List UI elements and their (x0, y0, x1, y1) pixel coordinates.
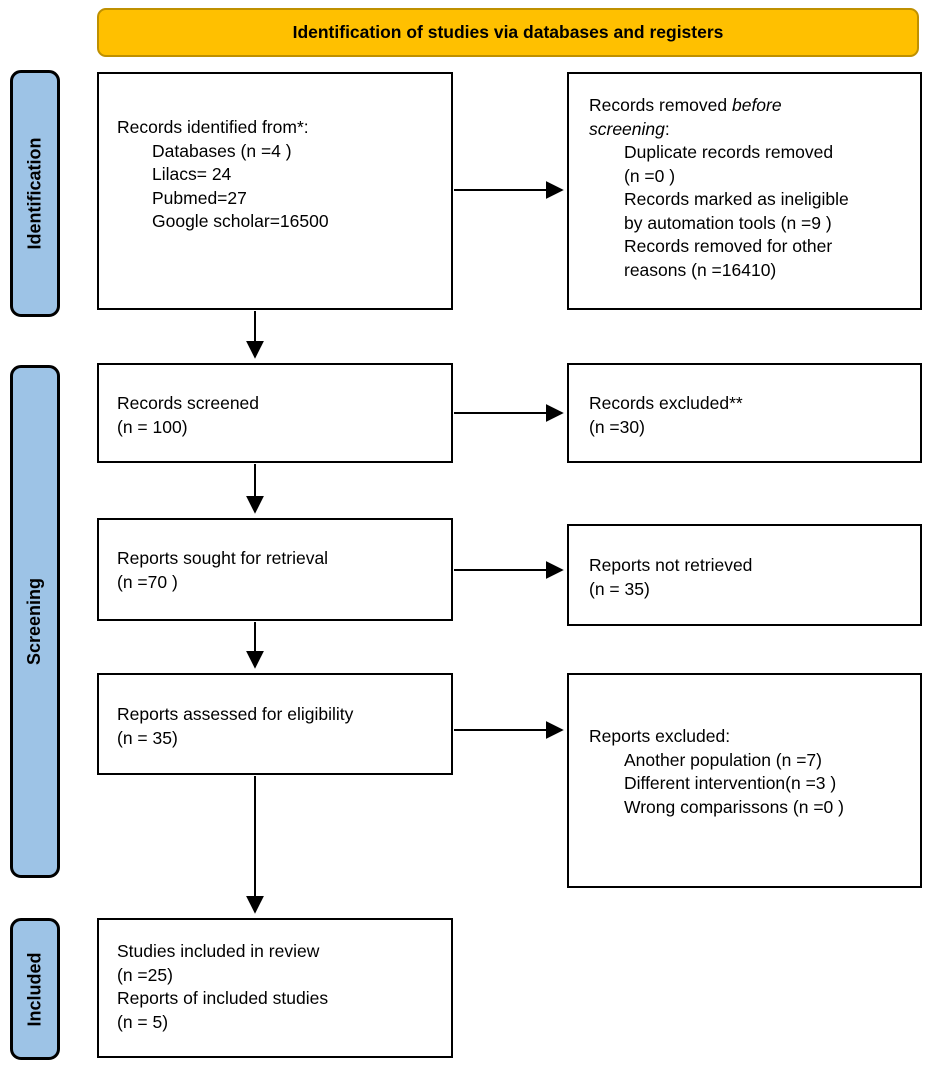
box-line: (n = 5) (117, 1011, 169, 1032)
box-title-line2: screening: (589, 118, 670, 139)
box-line: Reports sought for retrieval (117, 548, 329, 568)
box-line: (n = 35) (117, 727, 178, 748)
box-line: Google scholar=16500 (152, 211, 329, 231)
box-records-removed: Records removed before screening: Duplic… (567, 72, 922, 310)
box-line: Duplicate records removed (624, 142, 834, 162)
box-line: Lilacs= 24 (152, 164, 232, 184)
box-records-screened: Records screened (n = 100) (97, 363, 453, 463)
box-reports-assessed: Reports assessed for eligibility (n = 35… (97, 673, 453, 775)
box-line: Another population (n =7) (624, 749, 822, 770)
box-studies-included: Studies included in review (n =25) Repor… (97, 918, 453, 1058)
box-line: Records marked as ineligible (624, 189, 849, 209)
diagram-title: Identification of studies via databases … (292, 22, 724, 42)
box-title: Reports excluded: (589, 726, 731, 746)
box-line: by automation tools (n =9 ) (624, 212, 832, 233)
box-line: Records removed for other (624, 236, 833, 256)
box-line: Records excluded** (589, 393, 743, 413)
box-title: Records identified from*: (117, 117, 309, 137)
box-line: Databases (n =4 ) (152, 140, 292, 161)
box-line: (n =30) (589, 416, 645, 437)
stage-label-text: Identification (24, 137, 45, 250)
box-reports-excluded: Reports excluded: Another population (n … (567, 673, 922, 888)
box-reports-sought: Reports sought for retrieval (n =70 ) (97, 518, 453, 621)
box-line: Records screened (117, 393, 260, 413)
box-records-identified: Records identified from*: Databases (n =… (97, 72, 453, 310)
box-line: Different intervention(n =3 ) (624, 773, 837, 793)
box-title: Records removed before (589, 95, 782, 115)
box-line: Wrong comparissons (n =0 ) (624, 796, 844, 817)
box-line: (n = 35) (589, 578, 650, 599)
box-line: (n =70 ) (117, 571, 178, 592)
box-line: Reports not retrieved (589, 555, 753, 575)
box-line: (n =0 ) (624, 165, 676, 186)
box-records-excluded: Records excluded** (n =30) (567, 363, 922, 463)
box-line: Reports assessed for eligibility (117, 704, 354, 724)
box-line: (n = 100) (117, 416, 188, 437)
box-line: (n =25) (117, 964, 173, 985)
box-line: Pubmed=27 (152, 187, 247, 208)
stage-label-identification: Identification (10, 70, 60, 317)
stage-label-text: Included (24, 951, 45, 1027)
box-line: reasons (n =16410) (624, 259, 777, 280)
stage-label-included: Included (10, 918, 60, 1060)
box-line: Reports of included studies (117, 988, 329, 1008)
box-reports-not-retrieved: Reports not retrieved (n = 35) (567, 524, 922, 626)
stage-label-screening: Screening (10, 365, 60, 878)
diagram-title-banner: Identification of studies via databases … (97, 8, 919, 57)
stage-label-text: Screening (24, 577, 45, 666)
box-line: Studies included in review (117, 941, 320, 961)
